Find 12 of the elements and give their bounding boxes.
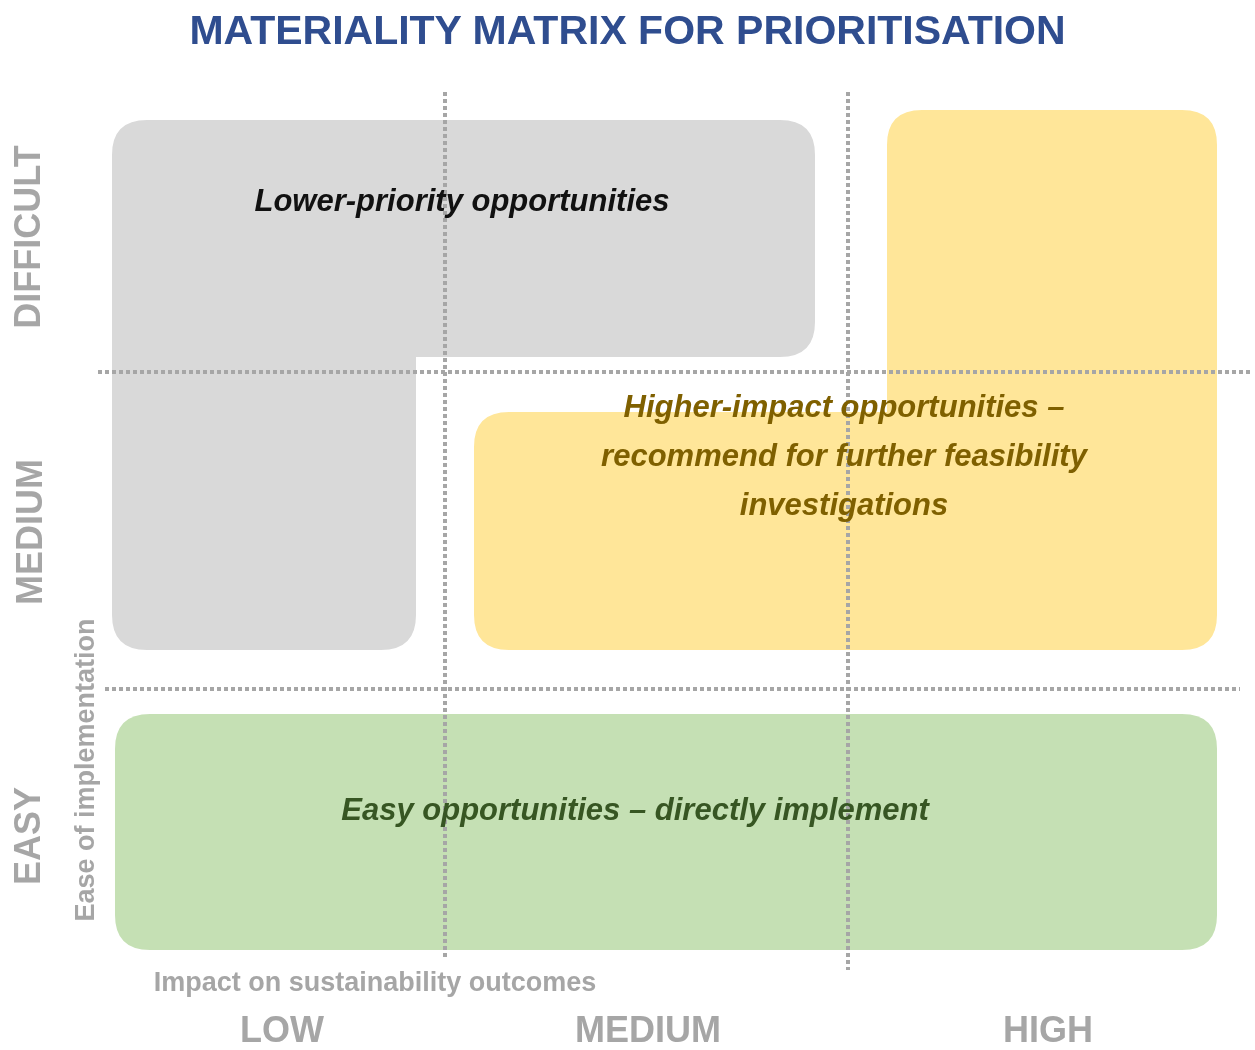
region-label: Easy opportunities – directly implement	[340, 790, 931, 829]
axis-level-label: HIGH	[1003, 1012, 1093, 1048]
region-label: Higher-impact opportunities – recommend for further feasibility investigations	[600, 387, 1089, 524]
title: MATERIALITY MATRIX FOR PRIORITISATION	[188, 6, 1067, 55]
axis-level-label: LOW	[240, 1012, 324, 1048]
axis-level-label: EASY	[10, 787, 46, 885]
axis-level-label: MEDIUM	[575, 1012, 721, 1048]
axis-title: Impact on sustainability outcomes	[153, 968, 597, 996]
axis-title: Ease of implementation	[71, 618, 99, 922]
axis-level-label: MEDIUM	[12, 459, 48, 605]
region-label: Lower-priority opportunities	[253, 181, 671, 220]
axis-level-label: DIFFICULT	[10, 145, 46, 329]
